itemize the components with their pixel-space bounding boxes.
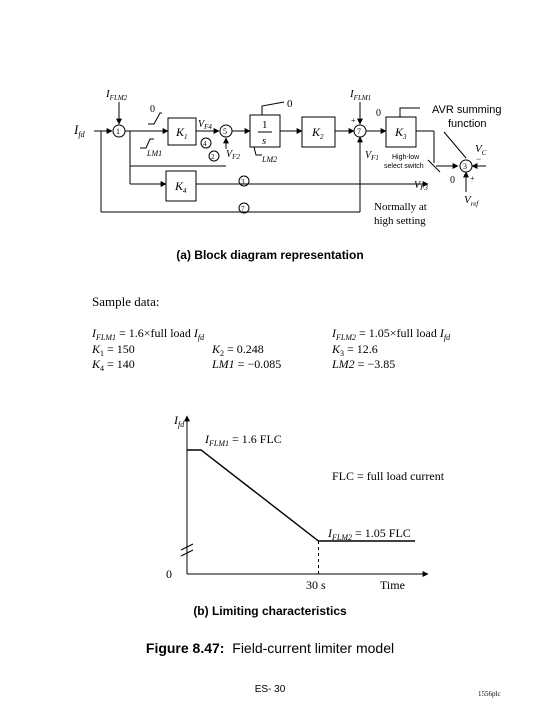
plot-origin: 0 <box>166 567 172 581</box>
sample-lm2: LM2 = −3.85 <box>331 357 395 371</box>
block-diagram: Ifd 1 IFLM2 0 LM1 K1 VF4 4 5 2 VF2 1 s 0… <box>73 88 501 227</box>
svg-text:7: 7 <box>241 205 245 213</box>
vf3-label: VF3 <box>414 180 428 192</box>
vf4-label: VF4 <box>198 119 212 131</box>
caption-a: (a) Block diagram representation <box>176 248 364 262</box>
svg-text:0: 0 <box>450 175 455 186</box>
marker-circle-7 <box>238 202 250 214</box>
figure-title: Field-current limiter model <box>224 640 395 656</box>
vc-label: VC <box>475 143 487 157</box>
svg-text:+: + <box>470 174 475 183</box>
flc-legend: FLC = full load current <box>332 469 445 483</box>
limiter-lm1 <box>148 112 162 125</box>
figure-caption: Figure 8.47: Field-current limiter model <box>0 640 540 656</box>
plot-y-label: Ifd <box>173 413 185 429</box>
sample-k4: K4 = 140 <box>91 357 135 373</box>
junction-1-number: 1 <box>116 127 120 136</box>
top-left-reference: IFLM2 <box>105 88 128 102</box>
block-k3 <box>385 116 417 148</box>
svg-text:−: − <box>476 154 481 164</box>
svg-text:K3: K3 <box>394 125 407 141</box>
sample-heading: Sample data: <box>92 294 160 309</box>
svg-text:3: 3 <box>463 162 467 171</box>
sample-lm1: LM1 = −0.085 <box>211 357 281 371</box>
svg-text:s: s <box>262 135 266 147</box>
svg-text:K4: K4 <box>174 179 187 195</box>
sample-row-1-right: IFLM2 = 1.05×full load Ifd <box>331 326 451 342</box>
vref-label: Vref <box>464 194 479 208</box>
limiter-top <box>261 101 285 115</box>
page-number: ES- 30 <box>254 684 286 695</box>
svg-text:5: 5 <box>223 127 227 136</box>
limiting-plot: Ifd 0 30 s Time IFLM1 = 1.6 FLC IFLM2 = … <box>166 413 445 592</box>
svg-text:K2: K2 <box>311 125 324 141</box>
level-low-label: IFLM2 = 1.05 FLC <box>327 526 411 542</box>
limiter-lm2 <box>253 146 262 156</box>
svg-text:2: 2 <box>211 153 215 161</box>
marker-circle-3 <box>238 175 250 187</box>
limit-curve <box>187 449 415 542</box>
caption-b: (b) Limiting characteristics <box>193 604 347 618</box>
sample-k3: K3 = 12.6 <box>331 342 378 358</box>
sample-data: Sample data: IFLM1 = 1.6×full load Ifd I… <box>91 294 451 373</box>
x-tick-30s: 30 s <box>306 578 326 592</box>
sample-k1: K1 = 150 <box>91 342 135 358</box>
svg-text:3: 3 <box>241 178 245 186</box>
zero-right-label: 0 <box>376 108 381 119</box>
zero-left-label: 0 <box>150 104 155 115</box>
switch-contact <box>427 159 441 173</box>
level-high-label: IFLM1 = 1.6 FLC <box>204 432 282 448</box>
top-right-reference: IFLM1 <box>349 88 371 102</box>
vf1-label: VF1 <box>365 150 379 162</box>
input-label: Ifd <box>73 122 86 139</box>
figure-label: Figure 8.47: <box>145 640 225 656</box>
lm2-label: LM2 <box>261 155 277 164</box>
junction-3-number: 7 <box>357 127 361 136</box>
vf2-label: VF2 <box>226 149 240 161</box>
marker-circle-4 <box>200 137 212 149</box>
svg-text:1: 1 <box>262 119 268 131</box>
zero-top-label: 0 <box>287 98 293 110</box>
block-k2 <box>301 116 336 148</box>
marker-circle-2 <box>208 150 220 162</box>
lm1-label: LM1 <box>146 149 162 158</box>
block-k4 <box>165 170 197 202</box>
footer-mark: 1556plc <box>478 690 501 698</box>
svg-text:+: + <box>351 116 356 125</box>
sample-k2: K2 = 0.248 <box>211 342 264 358</box>
svg-text:4: 4 <box>203 140 207 148</box>
plot-x-label: Time <box>380 578 405 592</box>
svg-text:K1: K1 <box>175 125 188 141</box>
sample-row-1-left: IFLM1 = 1.6×full load Ifd <box>91 326 205 342</box>
